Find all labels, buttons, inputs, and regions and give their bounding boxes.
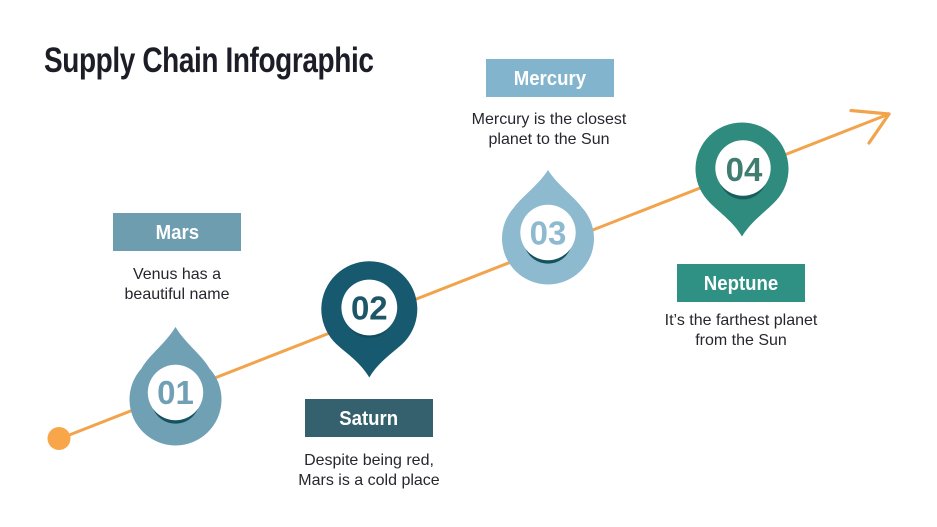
svg-text:03: 03: [530, 215, 567, 252]
svg-text:04: 04: [726, 151, 763, 188]
svg-text:02: 02: [351, 290, 388, 327]
svg-text:01: 01: [157, 374, 194, 411]
